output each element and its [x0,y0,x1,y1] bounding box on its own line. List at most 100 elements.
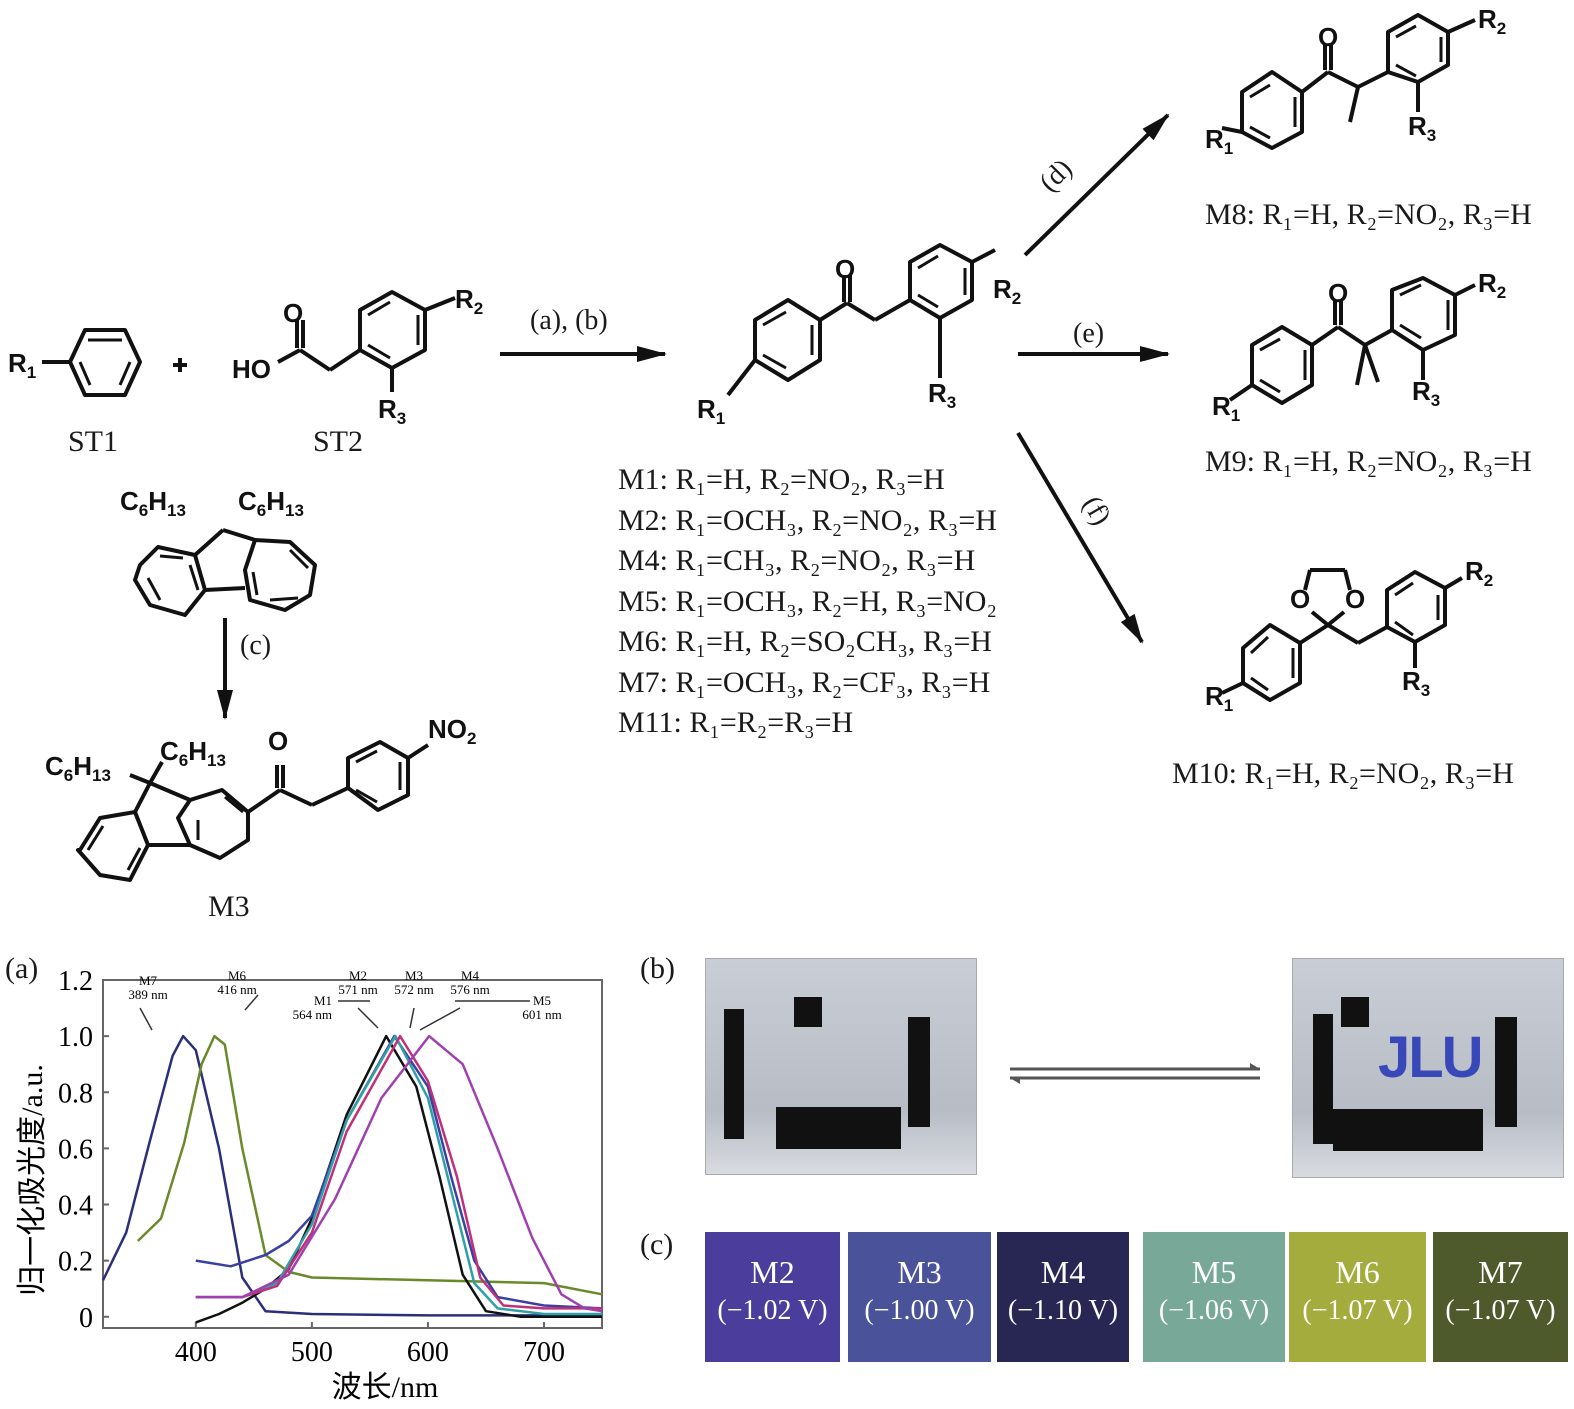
svg-text:R3: R3 [378,394,406,428]
arrow-d [1023,113,1170,257]
svg-text:O: O [268,726,288,756]
x-axis-label: 波长/nm [332,1371,439,1404]
m3-label: M3 [208,890,250,923]
x-tick-label: 700 [523,1337,565,1368]
svg-text:R1: R1 [8,348,36,382]
reversible-arrow-icon [1010,1063,1260,1084]
st1-label: ST1 [68,425,119,458]
annotation-value: 389 nm [128,987,167,1002]
product-m7: M7: R₁=OCH₃, R₂=CF₃, R₃=H [618,665,991,699]
st2-label: ST2 [313,425,364,458]
annotation-label: M7 [139,973,158,988]
series-line-m6 [136,1034,603,1296]
annotation-arrow [409,1007,415,1029]
annotation-value: 571 nm [338,982,377,997]
annotation-value: 564 nm [293,1007,332,1022]
svg-text:O: O [1328,278,1348,308]
svg-text:O: O [835,254,855,284]
swatch-voltage: (−1.10 V) [1007,1295,1119,1326]
panel-label-b: (b) [640,952,675,985]
condition-c: (c) [240,630,272,661]
svg-text:C6H13: C6H13 [45,751,111,785]
svg-text:R3: R3 [928,378,956,412]
annotation-label: M5 [533,993,551,1008]
swatch-name: M2 [750,1254,795,1290]
series-line-m7 [101,1034,602,1317]
y-axis-label: 归一化吸光度/a.u. [16,1064,49,1296]
swatch-m6: M6(−1.07 V) [1289,1232,1426,1362]
m9-structure [1228,276,1476,405]
svg-text:O: O [283,298,303,328]
device-text-jlu: JLU [1378,1025,1484,1090]
fluorene-structure [133,528,317,617]
st1-benzene-ring [42,328,142,397]
annotation-label: M6 [228,968,247,983]
annotation-value: 601 nm [522,1007,561,1022]
svg-text:C6H13: C6H13 [120,486,186,520]
panel-label-c: (c) [640,1228,674,1261]
swatch-name: M3 [897,1254,942,1290]
device-photo-colored: JLU [1292,958,1564,1178]
product-m1: M1: R₁=H, R₂=NO₂, R₃=H [618,463,945,496]
svg-text:R2: R2 [993,274,1021,308]
svg-text:R2: R2 [1465,556,1493,590]
device-photo-bleached [705,958,977,1175]
product-m6: M6: R₁=H, R₂=SO₂CH₃, R₃=H [618,625,992,658]
m10-structure [1221,568,1464,702]
swatch-voltage: (−1.07 V) [1445,1295,1556,1326]
annotation-label: M2 [349,968,367,983]
swatch-name: M6 [1335,1254,1380,1290]
m8-structure [1221,13,1476,150]
swatch-voltage: (−1.02 V) [717,1295,828,1326]
x-tick-label: 400 [175,1337,217,1368]
series-line-m3 [195,1034,602,1316]
panel-label-a: (a) [5,952,39,985]
svg-text:R3: R3 [1408,111,1436,145]
svg-text:R3: R3 [1412,376,1440,410]
m3-structure [76,740,430,882]
product-m11: M11: R₁=R₂=R₃=H [618,706,854,739]
swatch-name: M5 [1191,1254,1237,1290]
y-tick-label: 0.8 [58,1078,93,1109]
m10-label: M10: R₁=H, R₂=NO₂, R₃=H [1172,757,1514,790]
svg-text:C6H13: C6H13 [238,486,304,520]
m8-label: M8: R₁=H, R₂=NO₂, R₃=H [1205,198,1532,231]
product-m2: M2: R₁=OCH₃, R₂=NO₂, R₃=H [618,503,997,537]
svg-text:R2: R2 [1478,4,1506,38]
reaction-scheme: R1 O HO R2 R3 O R1 R2 R3 O R1 R2 R3 O R1… [8,4,1506,882]
swatch-m2: M2 (−1.02 V) [705,1232,840,1362]
svg-text:R1: R1 [697,394,725,428]
annotation-value: 416 nm [217,982,256,997]
swatch-m7: M7 (−1.07 V) [1433,1232,1568,1362]
y-tick-label: 0 [79,1303,93,1334]
swatch-m5: M5 (−1.06 V) [1143,1232,1285,1362]
svg-text:R2: R2 [455,284,483,318]
svg-text:R3: R3 [1402,666,1430,700]
arrow-f [1016,431,1144,644]
swatch-name: M7 [1478,1254,1523,1290]
product-m4: M4: R₁=CH₃, R₂=NO₂, R₃=H [618,544,976,577]
annotation-label: M3 [405,968,423,983]
y-tick-label: 1.2 [58,966,93,997]
svg-text:R1: R1 [1205,681,1233,715]
swatch-voltage: (−1.06 V) [1158,1295,1270,1326]
series-line-m1 [195,1034,602,1324]
series-line-m5 [195,1034,603,1313]
svg-text:O: O [1290,584,1310,614]
annotation-arrow [419,1007,461,1031]
annotation-value: 572 nm [394,982,433,997]
swatch-voltage: (−1.00 V) [864,1295,975,1326]
svg-text:NO2: NO2 [428,714,476,748]
y-tick-label: 1.0 [58,1022,93,1053]
annotation-label: M4 [461,968,480,983]
product-list: M1: R₁=H, R₂=NO₂, R₃=H M2: R₁=OCH₃, R₂=N… [618,460,997,744]
st2-structure [277,290,456,392]
annotation-arrow [357,1007,379,1029]
plot-frame [102,979,603,1329]
annotation-value: 576 nm [450,982,489,997]
annotation-label: M1 [314,993,332,1008]
svg-text:O: O [1318,22,1338,52]
m9-label: M9: R₁=H, R₂=NO₂, R₃=H [1205,445,1532,478]
plus-sign [173,358,187,372]
